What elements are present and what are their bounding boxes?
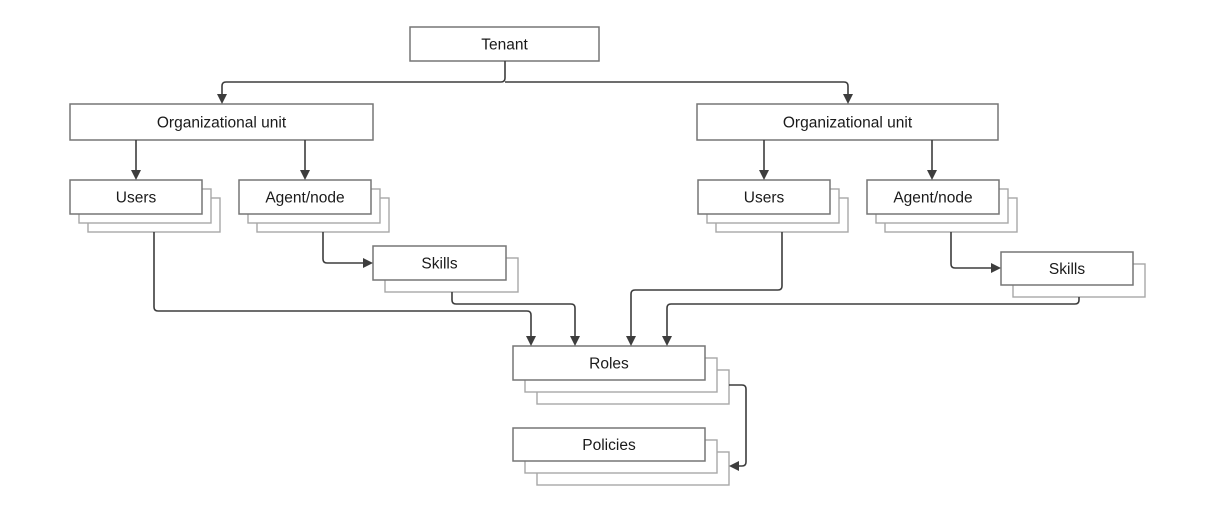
node-ou-right-label: Organizational unit (783, 115, 913, 132)
node-agent-right-box (866, 179, 1000, 215)
connector-skills-left-to-roles (451, 292, 580, 346)
connectors-layer (131, 61, 1080, 471)
node-ou-right: Organizational unit (696, 103, 999, 141)
node-ou-left-box (69, 103, 374, 141)
connector-agent-right-to-skills-right (950, 232, 1001, 273)
connector-agent-left-to-skills-left (322, 232, 373, 268)
node-ou-right-box (696, 103, 999, 141)
node-users-right-label: Users (744, 190, 785, 207)
connector-tenant-to-ou-left (217, 61, 506, 104)
node-tenant-box (409, 26, 600, 62)
node-roles-label: Roles (589, 356, 629, 373)
node-ou-left: Organizational unit (69, 103, 374, 141)
node-roles-box (512, 345, 706, 381)
node-agent-right-label: Agent/node (893, 190, 972, 207)
node-users-left-label: Users (116, 190, 157, 207)
node-ou-left-label: Organizational unit (157, 115, 287, 132)
node-policies-label: Policies (582, 437, 636, 454)
node-policies-box (512, 427, 706, 462)
node-agent-left-box (238, 179, 372, 215)
node-agent-left: Agent/node (238, 179, 390, 233)
node-skills-right: Skills (1000, 251, 1146, 298)
connector-users-left-to-roles (153, 232, 536, 346)
node-users-left: Users (69, 179, 221, 233)
node-policies: Policies (512, 427, 730, 486)
node-skills-right-label: Skills (1049, 261, 1085, 278)
connector-users-right-to-roles (626, 232, 783, 346)
node-agent-right: Agent/node (866, 179, 1018, 233)
node-skills-left-box (372, 245, 507, 281)
node-skills-right-box (1000, 251, 1134, 286)
connector-skills-right-to-roles (662, 297, 1080, 346)
node-skills-left: Skills (372, 245, 519, 293)
connector-tenant-to-ou-right (505, 81, 853, 104)
connector-roles-to-policies (729, 384, 747, 471)
node-agent-left-label: Agent/node (265, 190, 344, 207)
node-users-right: Users (697, 179, 849, 233)
node-users-left-box (69, 179, 203, 215)
node-tenant-label: Tenant (481, 37, 528, 54)
node-users-right-box (697, 179, 831, 215)
node-skills-left-label: Skills (421, 256, 457, 273)
node-tenant: Tenant (409, 26, 600, 62)
node-roles: Roles (512, 345, 730, 405)
